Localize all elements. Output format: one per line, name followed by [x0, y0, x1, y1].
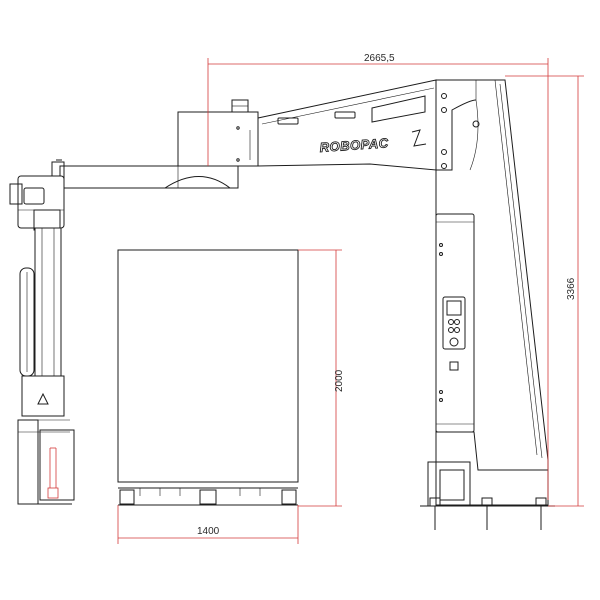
dim-total-height-label: 3366	[566, 277, 577, 300]
dim-arm-reach-label: 2665,5	[364, 53, 395, 64]
dim-load-height-label: 2000	[334, 369, 345, 392]
mast	[420, 79, 555, 530]
brand-logo-text: ROBOPAC	[319, 135, 389, 155]
wrapping-head	[9, 175, 75, 505]
dim-load-width-label: 1400	[197, 526, 220, 537]
load	[117, 249, 299, 506]
dimension-lines	[117, 58, 584, 544]
arm: ROBOPAC	[51, 79, 437, 191]
